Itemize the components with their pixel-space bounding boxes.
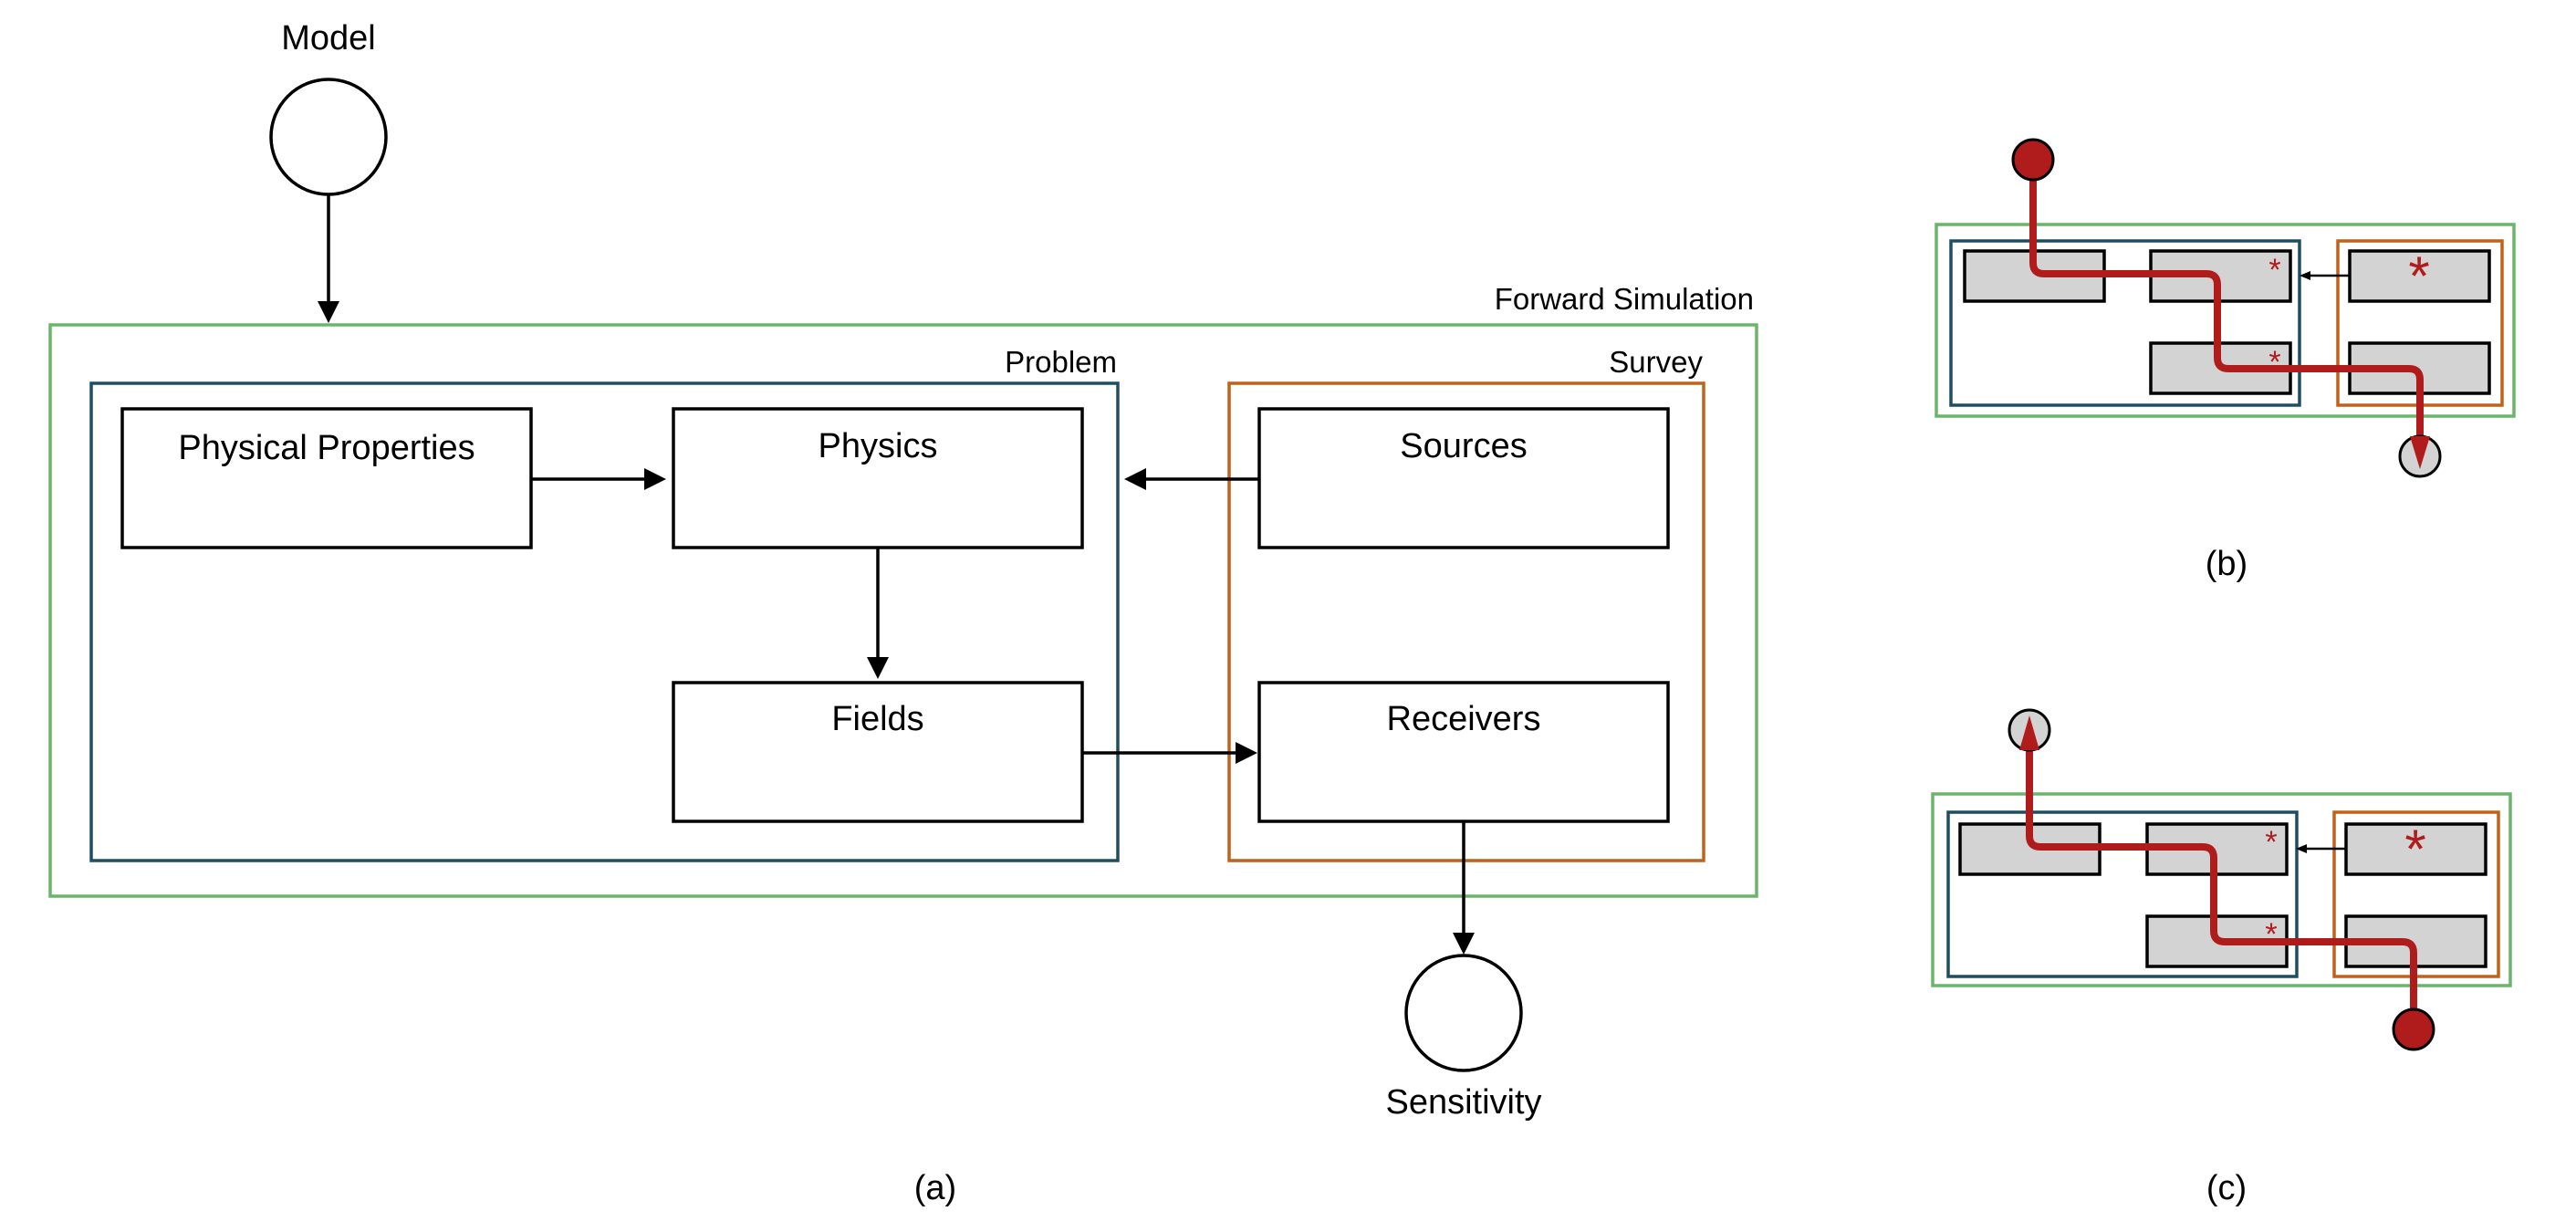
model-node: [269, 78, 388, 196]
c-sources-to-physics-arrowhead: [2296, 844, 2307, 853]
c-problem-container: [1946, 810, 2299, 978]
b-forward-simulation-container: [1935, 223, 2516, 418]
fields-label: Fields: [831, 700, 923, 738]
physics-to-fields-arrowhead: [867, 657, 889, 679]
caption-c: (c): [2206, 1169, 2247, 1207]
c-forward-simulation-container: [1931, 792, 2512, 987]
b-sources-module: [2348, 249, 2491, 303]
receivers-box: [1257, 681, 1670, 823]
c-sources-marker: *: [2404, 819, 2425, 880]
b-sources-marker: *: [2408, 245, 2429, 307]
physics-label: Physics: [819, 427, 938, 465]
panel-a: Model Forward Simulation Problem Survey …: [48, 19, 1758, 1207]
panel-b: * * * (b): [1935, 138, 2516, 583]
problem-label: Problem: [1005, 345, 1117, 379]
forward-simulation-container: [48, 323, 1758, 898]
model-label: Model: [281, 19, 376, 57]
caption-b: (b): [2206, 545, 2247, 583]
receivers-to-sensitivity-arrowhead: [1453, 933, 1475, 955]
b-physics-marker: *: [2268, 253, 2280, 287]
model-arrowhead: [318, 301, 339, 323]
b-start-node: [2011, 138, 2055, 182]
properties-to-physics-arrowhead: [644, 468, 666, 490]
b-sensitivity-path: [2029, 156, 2424, 442]
c-sensitivity-path: [2026, 743, 2417, 1033]
sources-box: [1257, 407, 1670, 549]
sensitivity-node: [1404, 954, 1523, 1072]
problem-container: [89, 381, 1120, 862]
physical-properties-label: Physical Properties: [178, 429, 475, 467]
c-start-node: [2392, 1008, 2435, 1051]
sources-to-physics-arrowhead: [1124, 468, 1146, 490]
b-sources-to-physics-arrowhead: [2300, 271, 2310, 280]
fields-box: [672, 681, 1084, 823]
survey-label: Survey: [1609, 345, 1703, 379]
c-physics-marker: *: [2265, 825, 2277, 860]
physical-properties-box: [120, 407, 533, 549]
c-path-arrowhead: [2019, 715, 2039, 750]
panel-c: * * * (c): [1931, 708, 2512, 1207]
receivers-label: Receivers: [1387, 700, 1541, 738]
b-fields-marker: *: [2268, 345, 2280, 380]
b-problem-container: [1949, 239, 2301, 407]
fields-to-receivers-arrowhead: [1236, 742, 1257, 764]
survey-container: [1227, 381, 1705, 862]
sources-label: Sources: [1400, 427, 1527, 465]
sensitivity-label: Sensitivity: [1385, 1083, 1541, 1122]
c-fields-marker: *: [2265, 917, 2277, 952]
b-path-arrowhead: [2410, 436, 2430, 469]
caption-a: (a): [914, 1169, 956, 1207]
forward-simulation-label: Forward Simulation: [1495, 282, 1754, 316]
